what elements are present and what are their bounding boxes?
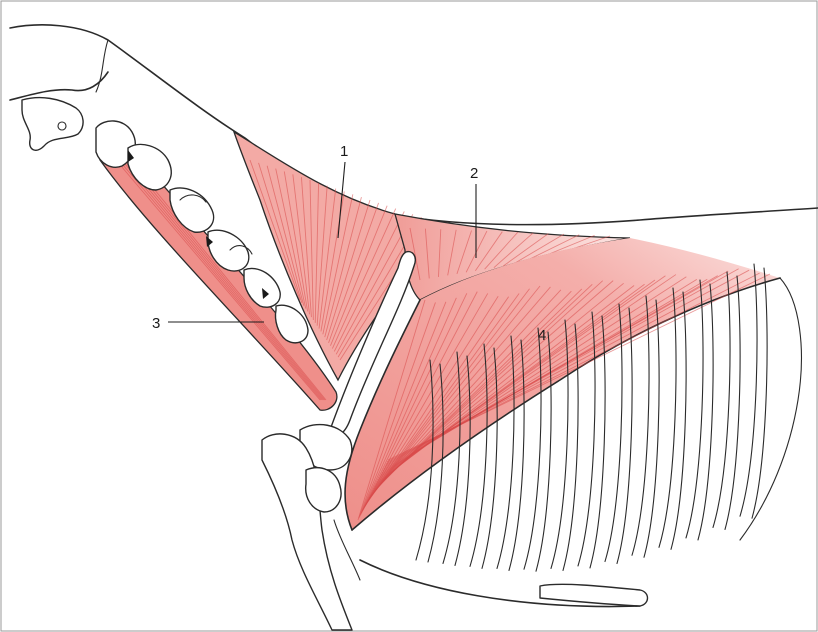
shoulder-and-forelimb-bones: [262, 425, 360, 630]
rib: [713, 272, 730, 527]
label-4: 4: [538, 327, 546, 344]
rib-edge: [671, 292, 686, 549]
rib-edge: [644, 300, 659, 557]
label-2: 2: [470, 165, 478, 182]
rib: [740, 264, 757, 516]
rib-edge: [752, 268, 767, 518]
skull-fragment: [22, 98, 83, 151]
label-1: 1: [340, 143, 348, 160]
rib-edge: [617, 308, 632, 564]
label-3: 3: [152, 315, 160, 332]
rib-edge: [725, 276, 740, 529]
rib: [686, 280, 703, 538]
rib-edge: [698, 284, 713, 540]
